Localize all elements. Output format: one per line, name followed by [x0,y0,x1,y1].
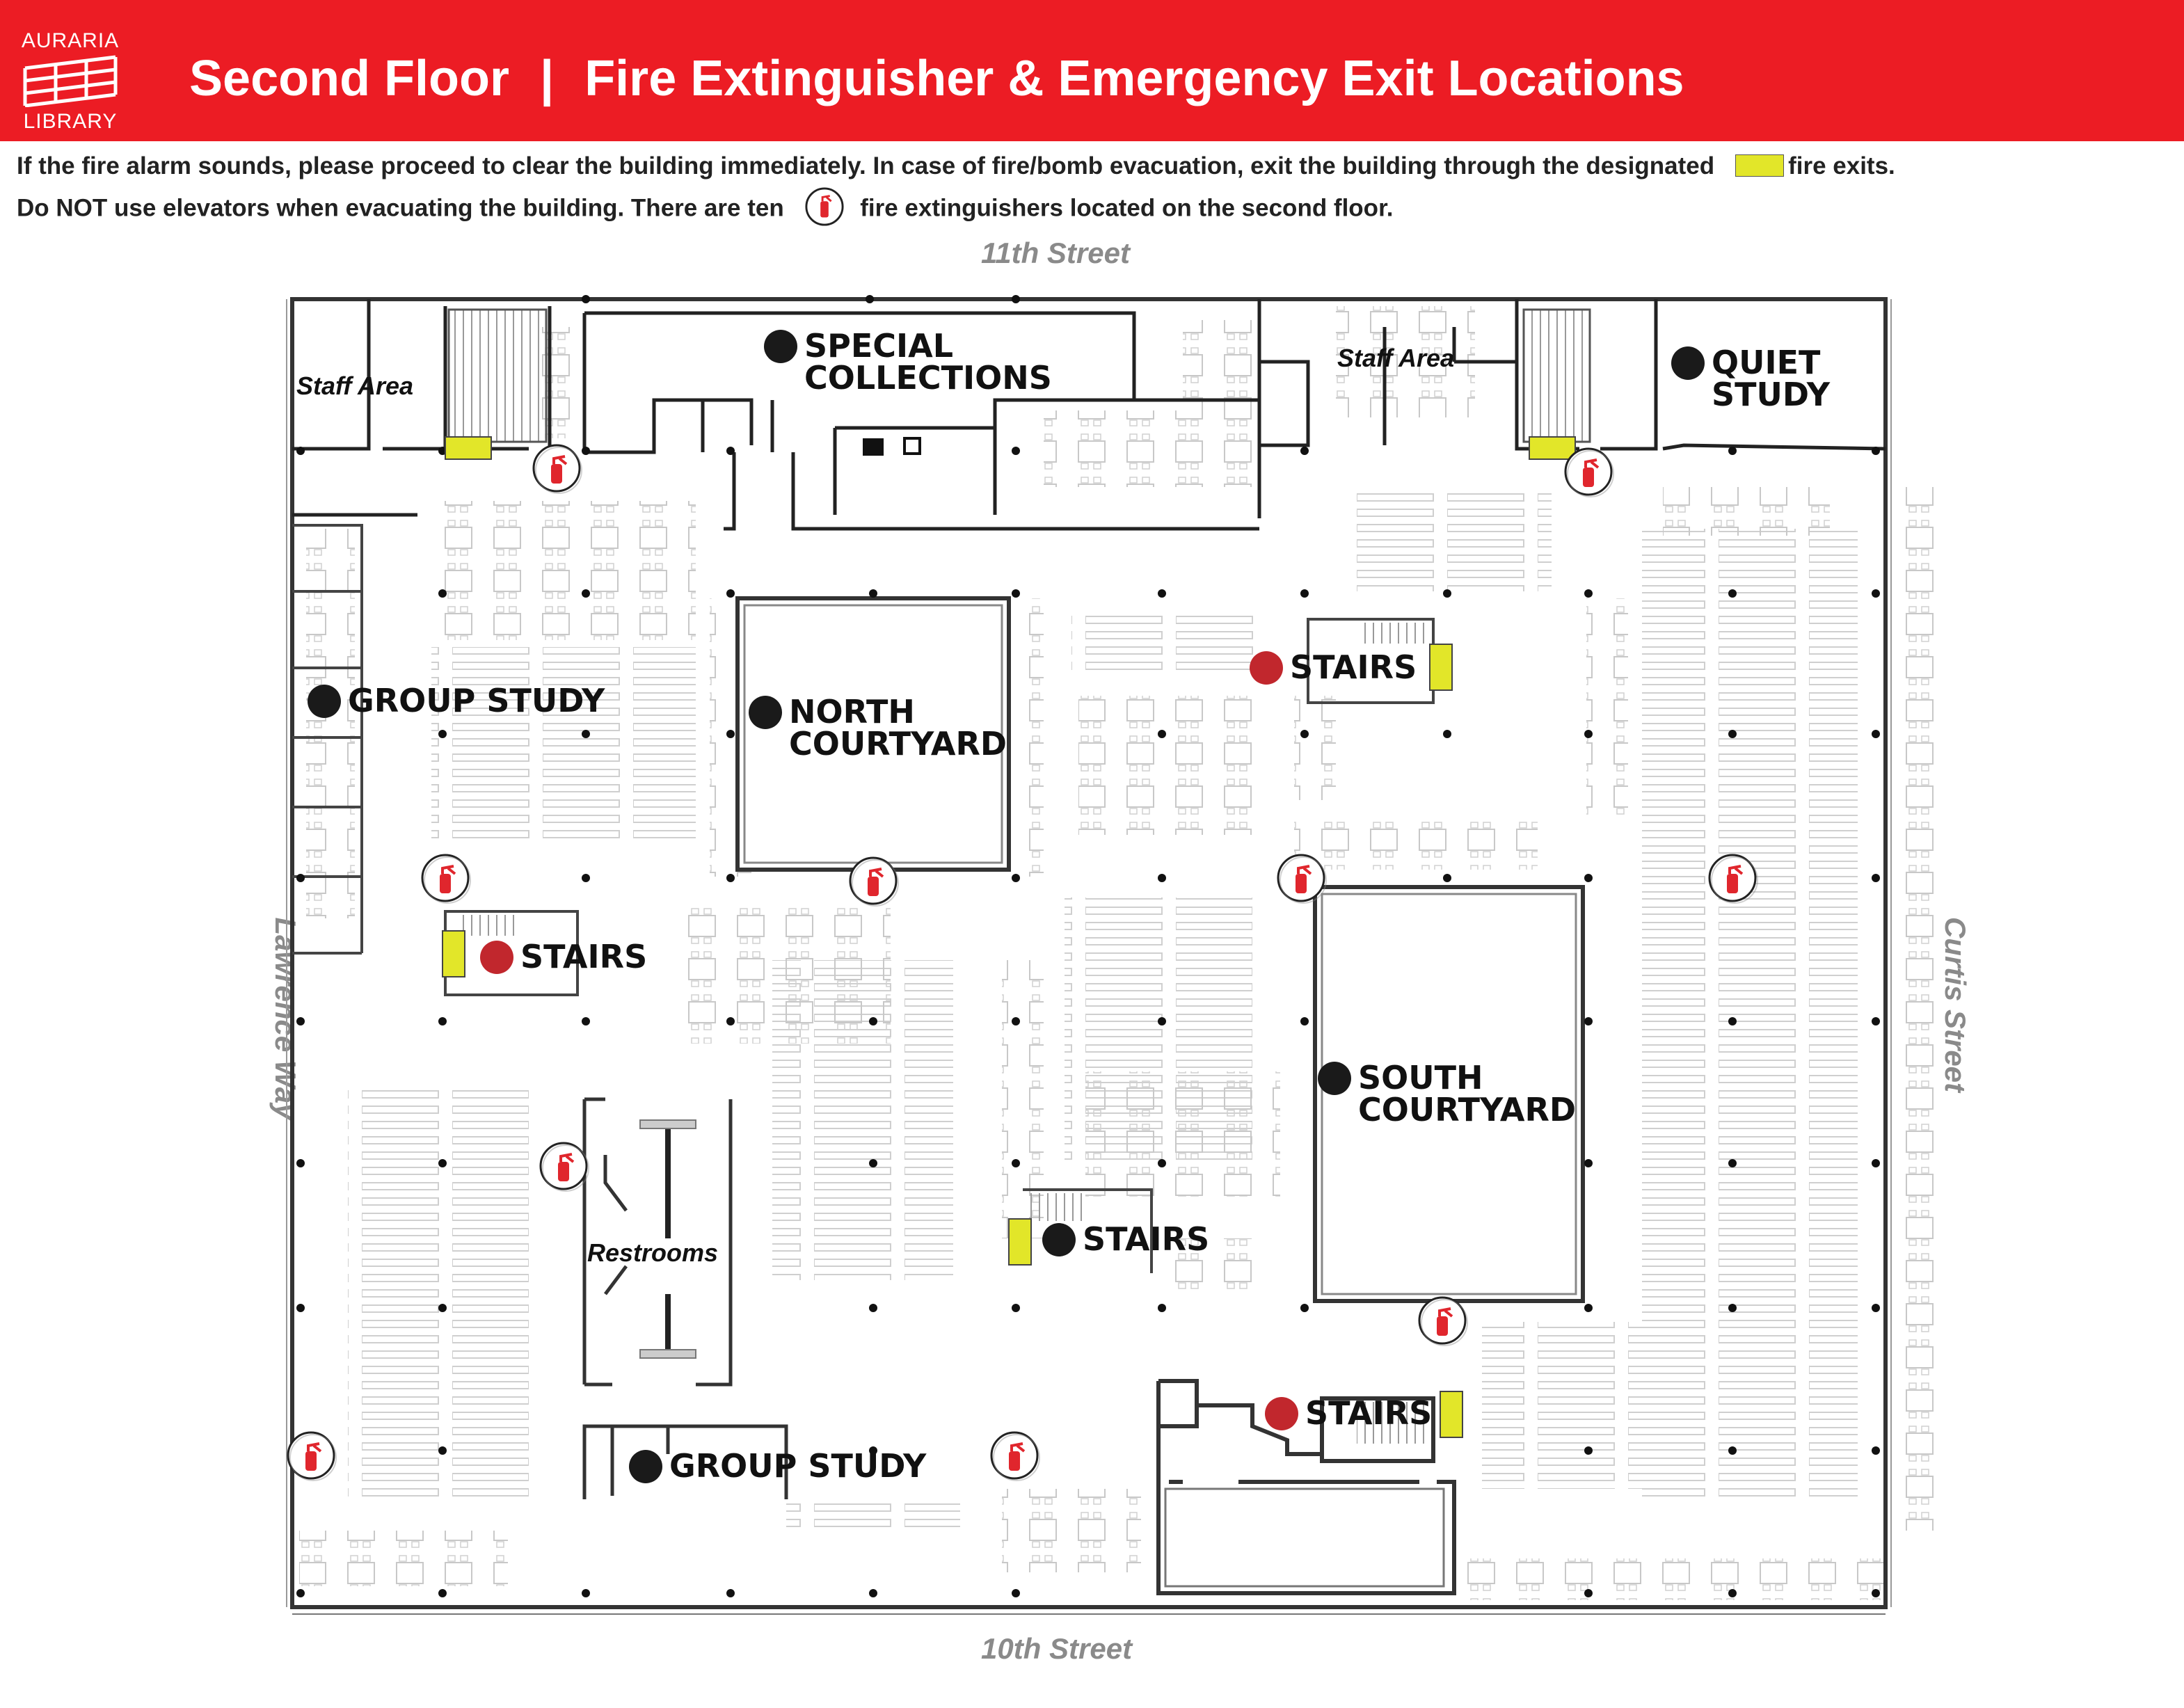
area-marker-icon [749,696,782,729]
restrooms-block [582,1097,733,1387]
fire-exit-legend-swatch [1735,154,1785,177]
area-marker-icon [764,330,797,363]
label-group-study-west: GROUP STUDY [308,685,605,718]
notice-line-2: Do NOT use elevators when evacuating the… [17,187,1394,230]
stairs-marker-icon [480,941,513,974]
area-marker-icon [1671,346,1705,380]
north-stairwells [447,308,1591,456]
fire-exit-north-east [1529,436,1576,460]
street-label-north: 11th Street [981,237,1130,269]
label-special-collections: SPECIAL COLLECTIONS [764,330,1052,394]
fire-extinguisher-icon [532,444,583,495]
fire-exit-stairs-ne [1429,644,1453,691]
fire-extinguisher-icon [849,856,900,907]
fire-exits [442,436,1576,1438]
west-group-study-rooms [292,524,363,955]
auraria-library-logo: AURARIA LIBRARY [18,29,122,134]
notice-1-end: fire exits. [1788,152,1895,179]
title-separator: | [540,51,555,106]
title-floor: Second Floor [189,51,510,106]
fire-extinguisher-icon [539,1142,590,1192]
area-marker-icon [629,1450,662,1483]
label-quiet-study: QUIET STUDY [1671,346,1830,410]
header-bar: AURARIA LIBRARY Second Floor | Fire Exting… [0,0,2184,141]
notice-1-text: If the fire alarm sounds, please proceed… [17,152,1715,179]
logo-top-text: AURARIA [21,29,120,52]
area-marker-icon [1318,1062,1351,1095]
fire-extinguisher-icon [287,1431,337,1482]
label-restrooms: Restrooms [587,1238,719,1267]
fire-exit-stairs-w [442,930,465,977]
stairs-marker-icon [1250,651,1283,685]
area-marker-icon [1042,1223,1076,1256]
fire-extinguisher-legend-icon [805,187,845,226]
fire-extinguisher-icon [1564,447,1615,498]
logo-flag-icon [23,55,118,107]
notice-2-text: Do NOT use elevators when evacuating the… [17,194,784,222]
label-stairs-c: STAIRS [1042,1223,1209,1256]
notice-2-end: fire extinguishers located on the second… [860,194,1394,222]
title-subject: Fire Extinguisher & Emergency Exit Locat… [584,51,1684,106]
label-stairs-w: STAIRS [480,941,647,974]
stairs-marker-icon [1265,1397,1298,1430]
south-stairs-block [1156,1379,1456,1595]
street-label-south: 10th Street [981,1632,1133,1665]
label-group-study-south: GROUP STUDY [629,1450,926,1483]
fire-exit-stairs-s [1440,1391,1463,1438]
logo-bottom-text: LIBRARY [23,110,118,133]
fire-extinguisher-icon [1708,854,1759,904]
south-group-study [582,1424,788,1499]
fire-extinguisher-icon [1418,1296,1469,1347]
north-rooms [292,299,1886,531]
label-north-courtyard: NORTH COURTYARD [749,696,1007,760]
label-staff-area-west: Staff Area [296,372,414,400]
area-marker-icon [308,685,341,718]
label-stairs-ne: STAIRS [1250,651,1417,685]
courtyards [735,596,1585,1303]
fire-extinguisher-icon [421,854,472,904]
fire-extinguisher-icon [990,1431,1041,1482]
fire-extinguisher-icon [1277,854,1328,904]
structural-columns [296,295,1880,1597]
shelving-areas [348,487,1858,1531]
label-staff-area-north: Staff Area [1337,344,1455,372]
notice-line-1: If the fire alarm sounds, please proceed… [17,149,1895,184]
page-title: Second Floor | Fire Extinguisher & Emergen… [189,40,1684,117]
fire-exit-stairs-c [1008,1218,1032,1266]
fire-exit-north-west [445,436,492,460]
label-south-courtyard: SOUTH COURTYARD [1318,1062,1576,1126]
label-stairs-s: STAIRS [1265,1397,1432,1430]
